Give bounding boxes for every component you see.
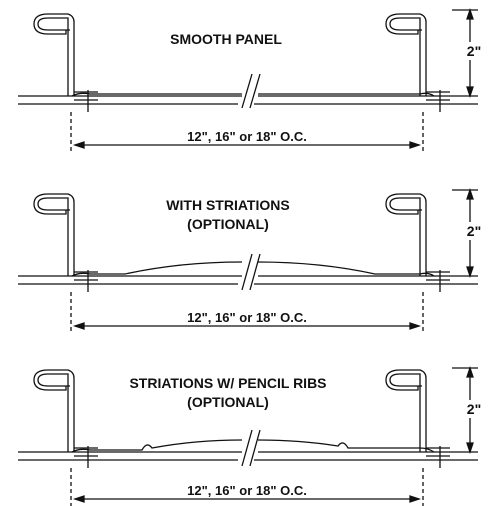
- break-lines: [241, 73, 261, 109]
- spacing-label-bg: [120, 132, 350, 144]
- panel-pan-striated: [71, 261, 435, 277]
- substrate-right: [254, 451, 478, 461]
- height-label-bg: [462, 400, 484, 418]
- clip-left: [74, 271, 98, 281]
- seam-left: [33, 193, 75, 276]
- clip-right: [426, 271, 450, 281]
- panel-title: WITH STRIATIONS: [166, 197, 289, 213]
- spacing-label: 12", 16" or 18" O.C.: [187, 310, 307, 325]
- substrate-right: [254, 275, 478, 285]
- spacing-arrow-left: [72, 495, 85, 503]
- clip-left: [74, 447, 98, 457]
- seam-left: [33, 369, 75, 452]
- height-label-bg: [462, 42, 484, 60]
- spacing-label: 12", 16" or 18" O.C.: [187, 483, 307, 498]
- height-label: 2": [467, 43, 481, 59]
- substrate-left: [18, 275, 242, 285]
- clip-right: [426, 447, 450, 457]
- panel-striations: [18, 187, 478, 334]
- spacing-label: 12", 16" or 18" O.C.: [187, 129, 307, 144]
- panel-pan-pencil-ribs: [71, 439, 435, 453]
- height-arrow-top: [466, 7, 474, 20]
- panel-title: SMOOTH PANEL: [170, 31, 282, 47]
- height-arrow-top: [466, 365, 474, 378]
- height-label: 2": [467, 223, 481, 239]
- height-arrow-bottom: [466, 266, 474, 279]
- seam-right: [385, 193, 427, 276]
- panel-title: STRIATIONS W/ PENCIL RIBS: [129, 375, 326, 391]
- height-arrow-top: [466, 187, 474, 200]
- spacing-label-bg: [120, 313, 350, 325]
- substrate-left: [18, 451, 242, 461]
- seam-right: [385, 369, 427, 452]
- panel-subtitle: (OPTIONAL): [187, 394, 269, 410]
- spacing-arrow-right: [409, 141, 422, 149]
- spacing-arrow-right: [409, 495, 422, 503]
- spacing-arrow-right: [409, 322, 422, 330]
- clip-right: [426, 91, 450, 101]
- substrate-right: [254, 95, 478, 105]
- height-label: 2": [467, 401, 481, 417]
- spacing-label-bg: [120, 486, 350, 498]
- panel-subtitle: (OPTIONAL): [187, 216, 269, 232]
- break-lines: [241, 253, 261, 291]
- spacing-arrow-left: [72, 322, 85, 330]
- height-arrow-bottom: [466, 442, 474, 455]
- break-lines: [241, 429, 261, 467]
- clip-left: [74, 91, 98, 101]
- spacing-arrow-left: [72, 141, 85, 149]
- seam-left: [33, 13, 75, 96]
- height-label-bg: [462, 222, 484, 240]
- substrate-left: [18, 95, 242, 105]
- seam-right: [385, 13, 427, 96]
- height-arrow-bottom: [466, 86, 474, 99]
